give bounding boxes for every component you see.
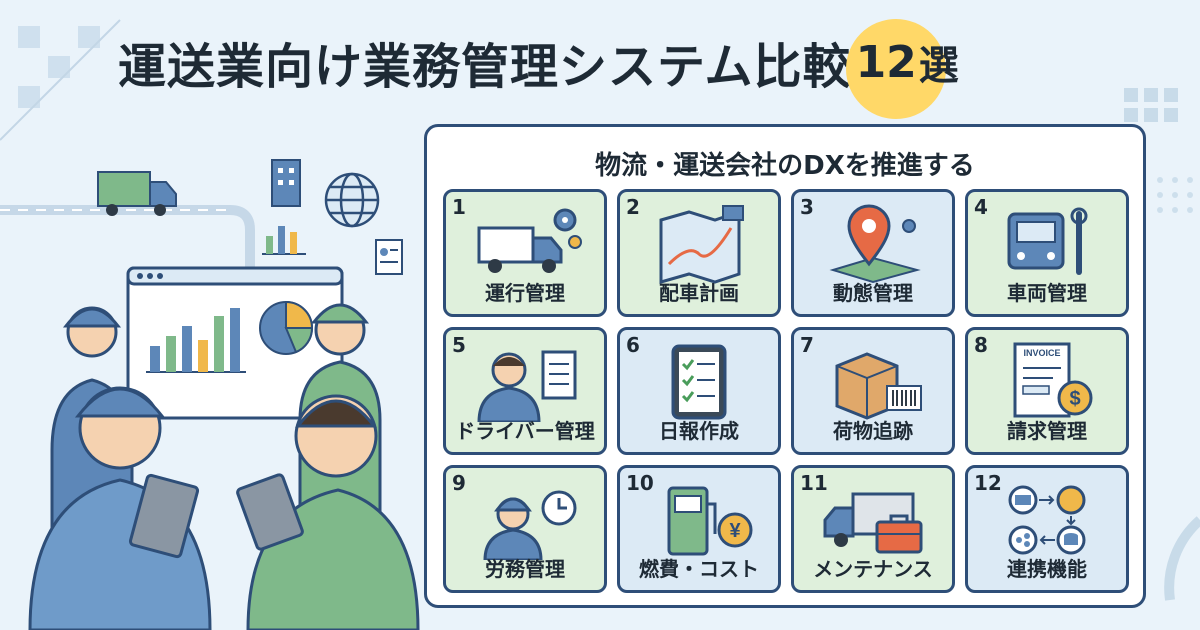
package-barcode-icon <box>835 352 922 420</box>
card-number: 10 <box>626 471 654 495</box>
map-pin-icon <box>829 204 921 284</box>
feature-card-7: 7 荷物追跡 <box>791 327 955 455</box>
globe-icon <box>324 172 380 228</box>
route-map-icon <box>659 205 744 284</box>
feature-card-4: 4 車両管理 <box>965 189 1129 317</box>
invoice-word: INVOICE <box>1023 348 1060 358</box>
card-number: 6 <box>626 333 640 357</box>
card-number: 2 <box>626 195 640 219</box>
integration-flow-icon <box>1008 485 1086 555</box>
feature-card-12: 12 連携機能 <box>965 465 1129 593</box>
feature-card-10: 10 ¥ 燃費・コスト <box>617 465 781 593</box>
feature-card-9: 9 労務管理 <box>443 465 607 593</box>
card-label: 動態管理 <box>833 281 913 305</box>
count-number: 12 <box>855 36 917 88</box>
driver-clipboard-icon <box>477 350 577 422</box>
card-label: 運行管理 <box>485 281 565 305</box>
card-label: 車両管理 <box>1007 281 1087 305</box>
feature-card-8: 8 INVOICE $ 請求管理 <box>965 327 1129 455</box>
feature-card-2: 2 配車計画 <box>617 189 781 317</box>
feature-card-3: 3 動態管理 <box>791 189 955 317</box>
feature-card-1: 1 運行管理 <box>443 189 607 317</box>
card-number: 3 <box>800 195 814 219</box>
fuel-yen-icon: ¥ <box>667 486 753 556</box>
card-number: 4 <box>974 195 988 219</box>
page-title: 運送業向け業務管理システム比較 12 選 <box>118 19 1098 119</box>
card-number: 8 <box>974 333 988 357</box>
count-suffix: 選 <box>918 43 959 89</box>
card-label: 労務管理 <box>485 557 565 581</box>
worker-figure <box>28 386 212 630</box>
mini-bar-chart-icon <box>262 226 306 255</box>
feature-panel: 物流・運送会社のDXを推進する 1 運行管理 2 配車計画 <box>424 124 1146 608</box>
invoice-icon: INVOICE $ <box>1013 342 1093 418</box>
title-main: 運送業向け業務管理システム比較 <box>118 39 852 95</box>
document-icon <box>375 239 403 275</box>
checklist-tablet-icon <box>671 344 727 420</box>
card-label: メンテナンス <box>813 557 933 581</box>
building-icon <box>271 159 301 207</box>
badge-circle <box>845 19 946 119</box>
worker-clock-icon <box>483 490 577 560</box>
feature-card-5: 5 ドライバー管理 <box>443 327 607 455</box>
card-label: 燃費・コスト <box>639 557 759 581</box>
card-number: 1 <box>452 195 466 219</box>
dashboard-screen <box>126 266 344 420</box>
card-number: 7 <box>800 333 814 357</box>
card-number: 12 <box>974 471 1002 495</box>
feature-grid: 1 運行管理 2 配車計画 3 <box>443 189 1129 593</box>
yen-symbol: ¥ <box>729 520 741 542</box>
count-badge: 12 選 <box>845 19 959 119</box>
card-label: 配車計画 <box>659 281 739 305</box>
card-label: 荷物追跡 <box>833 419 913 443</box>
card-number: 5 <box>452 333 466 357</box>
truck-toolbox-icon <box>823 492 923 554</box>
card-label: ドライバー管理 <box>455 419 595 443</box>
feature-card-6: 6 日報作成 <box>617 327 781 455</box>
card-number: 9 <box>452 471 466 495</box>
panel-heading: 物流・運送会社のDXを推進する <box>595 151 975 181</box>
worker-figure <box>236 394 420 630</box>
truck-gear-icon <box>477 208 582 273</box>
truck-icon <box>97 171 177 216</box>
workers-illustration <box>0 159 420 630</box>
feature-card-11: 11 メンテナンス <box>791 465 955 593</box>
truck-wrench-icon <box>1007 207 1088 275</box>
card-label: 請求管理 <box>1007 419 1087 443</box>
card-number: 11 <box>800 471 828 495</box>
dollar-symbol: $ <box>1069 388 1080 410</box>
card-label: 連携機能 <box>1007 557 1087 581</box>
card-label: 日報作成 <box>659 419 739 443</box>
